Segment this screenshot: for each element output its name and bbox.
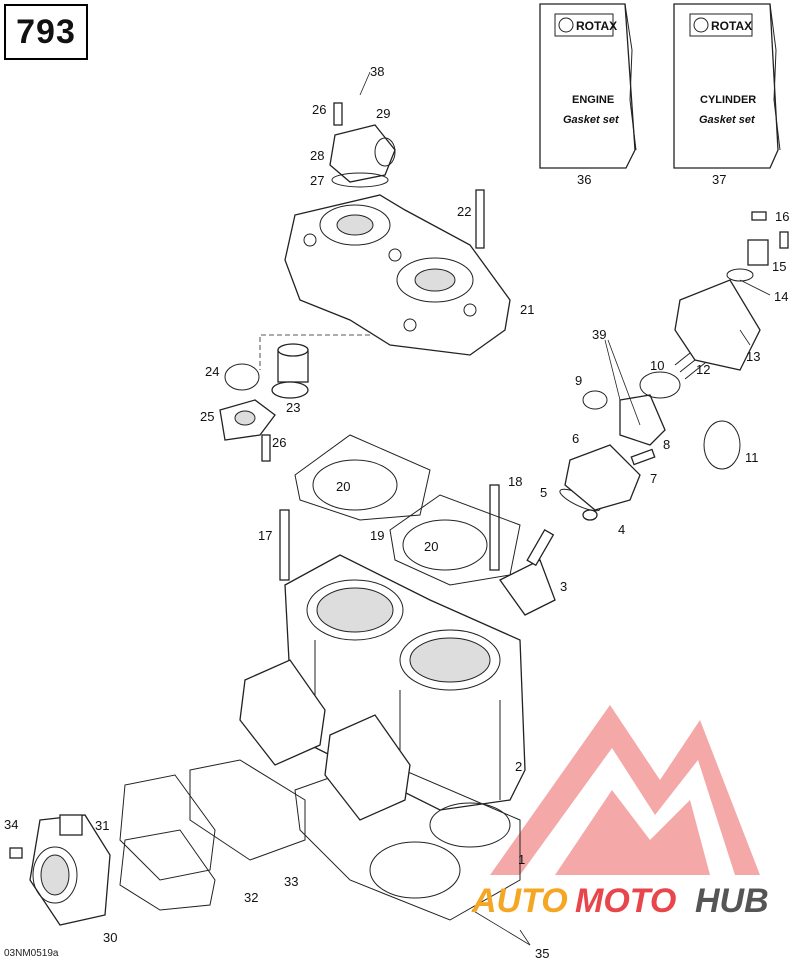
callout: 15 <box>772 259 786 274</box>
callout: 12 <box>696 362 710 377</box>
brand-label: ROTAX <box>711 19 752 33</box>
callout: 30 <box>103 930 117 945</box>
callout: 8 <box>663 437 670 452</box>
callout: 27 <box>310 173 324 188</box>
callout: 26 <box>272 435 286 450</box>
rave-valve-assembly <box>499 211 789 616</box>
callout: 38 <box>370 64 384 79</box>
callout: 14 <box>774 289 788 304</box>
callout: 32 <box>244 890 258 905</box>
leader-lines <box>359 71 771 946</box>
callout: 6 <box>572 431 579 446</box>
booklet-subtitle: Gasket set <box>699 114 756 126</box>
callout: 19 <box>370 528 384 543</box>
callout: 10 <box>650 358 664 373</box>
callout: 20 <box>336 479 350 494</box>
callout: 22 <box>457 204 471 219</box>
callout: 16 <box>775 209 789 224</box>
booklet-engine-gasket-set <box>539 3 637 169</box>
booklet-labels: ROTAX ENGINE Gasket set ROTAX CYLINDER G… <box>563 19 756 126</box>
gear-icon <box>693 17 709 33</box>
callout: 17 <box>258 528 272 543</box>
page-number: 793 <box>16 12 76 51</box>
callout: 4 <box>618 522 625 537</box>
water-outlet <box>329 124 396 188</box>
gear-icon <box>558 17 574 33</box>
booklet-title: ENGINE <box>572 94 614 106</box>
brand-label: ROTAX <box>576 19 617 33</box>
reed-valves <box>119 659 411 911</box>
callouts: 1 2 3 4 5 6 7 8 9 10 11 12 13 14 15 16 1… <box>4 64 789 961</box>
callout: 26 <box>312 102 326 117</box>
callout: 5 <box>540 485 547 500</box>
drawing-code: 03NM0519a <box>4 948 59 959</box>
callout: 37 <box>712 172 726 187</box>
callout: 39 <box>592 327 606 342</box>
thermostat-assembly <box>219 334 370 441</box>
callout: 2 <box>515 759 522 774</box>
callout: 21 <box>520 302 534 317</box>
cylinder-head <box>284 194 511 356</box>
booklet-cylinder-gasket-set <box>673 3 781 169</box>
callout: 3 <box>560 579 567 594</box>
callout: 24 <box>205 364 219 379</box>
callout: 20 <box>424 539 438 554</box>
callout: 25 <box>200 409 214 424</box>
watermark-text: AUTO MOTO HUB <box>471 882 769 920</box>
callout: 33 <box>284 874 298 889</box>
page-number-box: 793 <box>4 4 88 60</box>
callout: 34 <box>4 817 18 832</box>
callout: 9 <box>575 373 582 388</box>
callout: 36 <box>577 172 591 187</box>
callout: 7 <box>650 471 657 486</box>
callout: 29 <box>376 106 390 121</box>
callout: 18 <box>508 474 522 489</box>
watermark-part: HUB <box>695 882 769 920</box>
callout: 11 <box>745 450 759 465</box>
intake-manifold <box>9 814 111 926</box>
callout: 28 <box>310 148 324 163</box>
callout: 35 <box>535 946 549 961</box>
booklet-title: CYLINDER <box>700 94 756 106</box>
booklet-subtitle: Gasket set <box>563 114 620 126</box>
callout: 13 <box>746 349 760 364</box>
callout: 23 <box>286 400 300 415</box>
callout: 31 <box>95 818 109 833</box>
bolts <box>261 102 500 581</box>
watermark-logo <box>490 705 760 875</box>
watermark-part: AUTO <box>471 882 568 920</box>
callout: 1 <box>518 852 525 867</box>
watermark-part: MOTO <box>575 882 676 920</box>
